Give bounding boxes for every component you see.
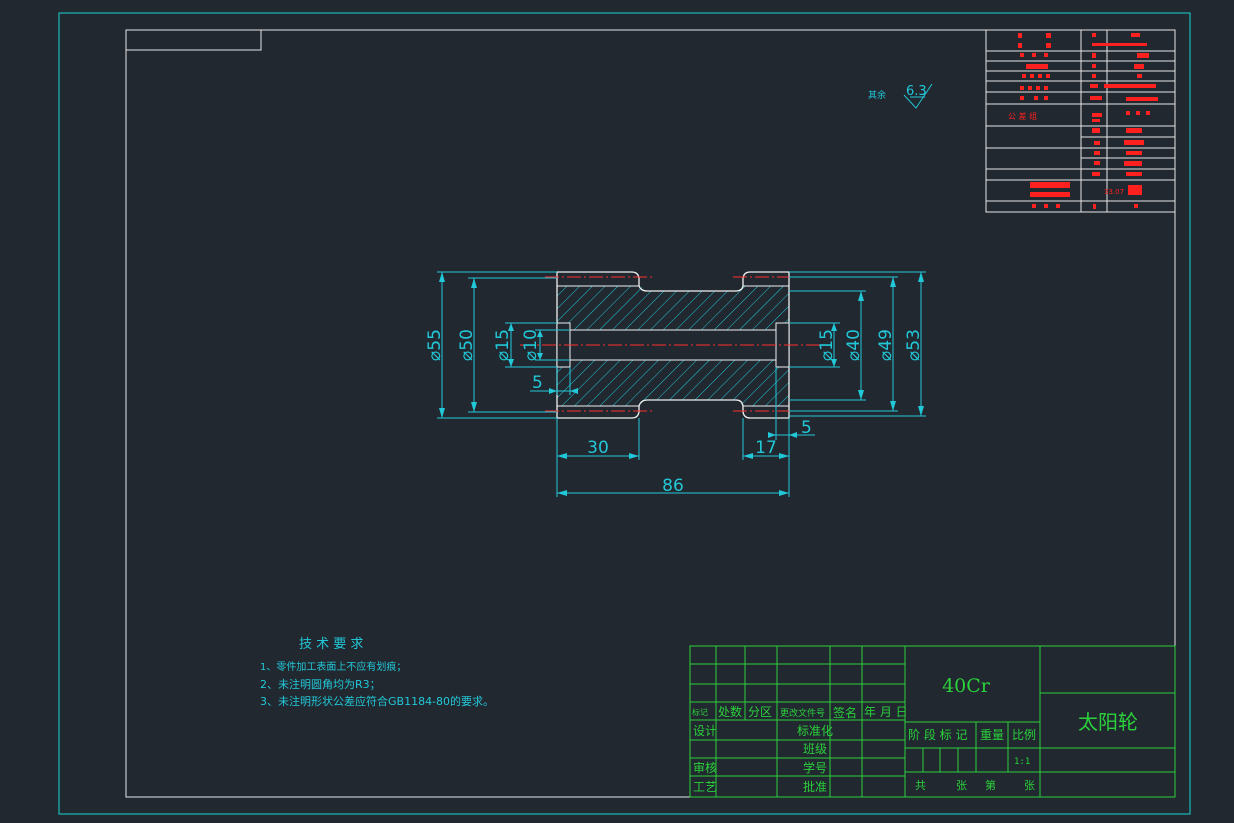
tech-req-item-1: 1、零件加工表面上不应有划痕； — [260, 660, 406, 673]
dimension-texts: ⌀55 ⌀50 ⌀15 ⌀10 5 ⌀15 ⌀40 ⌀49 ⌀53 5 30 1… — [425, 329, 924, 496]
row-process: 工艺 — [693, 780, 717, 794]
dim-len17: 17 — [755, 438, 777, 458]
sheets-unit-label: 张 — [956, 779, 967, 792]
tech-req-item-3: 3、未注明形状公差应符合GB1184-80的要求。 — [260, 694, 494, 708]
title-block — [689, 645, 1176, 798]
ratio-label: 比例 — [1012, 728, 1036, 742]
dim-len5-right: 5 — [801, 418, 812, 438]
sheet-unit2-label: 张 — [1024, 779, 1035, 792]
header-signature: 签名 — [833, 705, 857, 720]
title-block-texts: 40Cr 太阳轮 标记 处数 分区 更改文件号 签名 年 月 日 设计 标准化 … — [692, 675, 1138, 794]
sheet-no-label: 第 — [985, 778, 996, 792]
tech-req-item-2: 2、未注明圆角均为R3； — [260, 677, 381, 691]
row-class: 班级 — [803, 742, 827, 756]
dim-len30: 30 — [587, 438, 609, 458]
header-zone: 分区 — [748, 705, 772, 719]
surface-finish-value: 6.3 — [906, 84, 927, 99]
surface-finish-label: 其余 — [868, 89, 886, 101]
outer-border — [58, 12, 1191, 815]
inner-border — [125, 29, 1176, 798]
total-sheets-label: 共 — [915, 779, 926, 792]
parameter-table-label: 公 差 组 — [1008, 111, 1037, 121]
dimension-lines — [437, 271, 926, 497]
dim-d49: ⌀49 — [876, 329, 896, 361]
dim-d55: ⌀55 — [425, 329, 445, 361]
row-review: 审核 — [693, 760, 717, 775]
dim-len5-left: 5 — [532, 373, 543, 393]
stage-mark-label: 阶 段 标 记 — [908, 727, 967, 742]
dim-d15-right: ⌀15 — [817, 329, 837, 361]
row-design: 设计 — [693, 724, 717, 738]
surface-finish-symbol: 其余 6.3 — [868, 83, 933, 109]
corner-label-box — [125, 29, 262, 51]
dim-len86: 86 — [662, 476, 684, 496]
part-name-label: 太阳轮 — [1078, 710, 1138, 734]
header-date: 年 月 日 — [864, 705, 908, 719]
row-approval: 批准 — [803, 779, 827, 794]
parameter-table-value: 33.07 — [1104, 188, 1124, 196]
dimension-arrows — [439, 272, 924, 496]
parameter-table: 公 差 组 33.07 — [985, 29, 1176, 213]
header-change-doc: 更改文件号 — [780, 707, 825, 719]
weight-label: 重量 — [980, 728, 1004, 742]
hatch-upper — [557, 286, 789, 330]
part-section-view — [520, 271, 830, 419]
material-label: 40Cr — [942, 675, 991, 697]
header-count: 处数 — [718, 704, 742, 719]
row-student-id: 学号 — [803, 760, 827, 775]
dim-d15-left: ⌀15 — [493, 329, 513, 361]
row-standardization: 标准化 — [797, 724, 833, 738]
dim-d10: ⌀10 — [521, 329, 541, 361]
hatch-lower — [557, 360, 789, 406]
dim-d50: ⌀50 — [457, 329, 477, 361]
scale-value: 1:1 — [1014, 757, 1030, 767]
dim-d53: ⌀53 — [904, 329, 924, 361]
tech-req-title: 技 术 要 求 — [299, 637, 363, 652]
header-mark: 标记 — [692, 707, 708, 717]
technical-requirements: 技 术 要 求 1、零件加工表面上不应有划痕； 2、未注明圆角均为R3； 3、未… — [260, 637, 494, 708]
dim-d40: ⌀40 — [844, 329, 864, 361]
